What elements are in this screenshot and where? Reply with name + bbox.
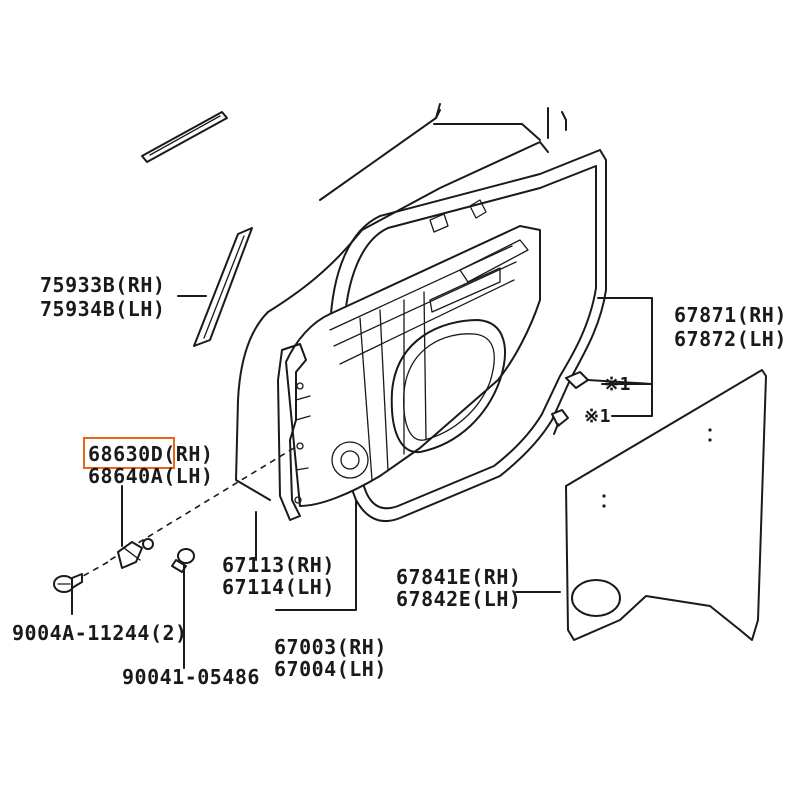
callout-door-panel-line-2: 67004(LH) <box>274 657 387 681</box>
callout-cover-line-2: 67842E(LH) <box>396 587 521 611</box>
callout-frame-line-1: 67113(RH) <box>222 553 335 577</box>
callout-door-panel-line-1: 67003(RH) <box>274 635 387 659</box>
callout-weatherstrip-line-2: 67872(LH) <box>674 327 787 351</box>
callout-screw-line-1: 90041-05486 <box>122 665 260 689</box>
callout-bolt: 9004A-11244(2) <box>12 621 188 645</box>
callout-hinge: 68630D(RH) 68640A(LH) <box>83 437 213 488</box>
callout-clip-note-1: ※1 <box>604 374 631 395</box>
door-outer-outline <box>235 103 567 501</box>
hinge-bolt <box>53 573 83 593</box>
callout-cover-line-1: 67841E(RH) <box>396 565 521 589</box>
callout-frame-line-2: 67114(LH) <box>222 575 335 599</box>
clip-2 <box>551 409 569 435</box>
callout-weatherstrip-line-1: 67871(RH) <box>674 303 787 327</box>
door-hinge <box>75 447 295 581</box>
callout-hinge-line-2: 68640A(LH) <box>88 464 213 488</box>
callout-clip-note-2: ※1 <box>584 406 611 427</box>
clip-note-2-label: ※1 <box>584 406 611 427</box>
callout-weatherstrip: 67871(RH) 67872(LH) <box>674 303 787 351</box>
service-hole-cover-sheet <box>565 369 767 641</box>
clip-note-1-label: ※1 <box>604 374 631 395</box>
highlight-box <box>83 437 175 469</box>
callout-bolt-line-1: 9004A-11244(2) <box>12 621 188 645</box>
callout-hinge-line-1: 68630D(RH) <box>88 442 213 466</box>
callout-door-panel: 67003(RH) 67004(LH) <box>274 635 387 681</box>
callout-service-hole-cover: 67841E(RH) 67842E(LH) <box>396 565 521 611</box>
sash-molding <box>193 227 253 347</box>
callout-molding-line-1: 75933B(RH) <box>40 273 165 297</box>
callout-frame: 67113(RH) 67114(LH) <box>222 553 335 599</box>
belt-molding-strip <box>141 111 228 163</box>
hinge-screw <box>171 548 195 573</box>
callout-screw: 90041-05486 <box>122 665 260 689</box>
leader-lines <box>71 295 653 669</box>
callout-molding: 75933B(RH) 75934B(LH) <box>40 273 165 321</box>
callout-molding-line-2: 75934B(LH) <box>40 297 165 321</box>
inner-door-frame <box>277 199 541 521</box>
